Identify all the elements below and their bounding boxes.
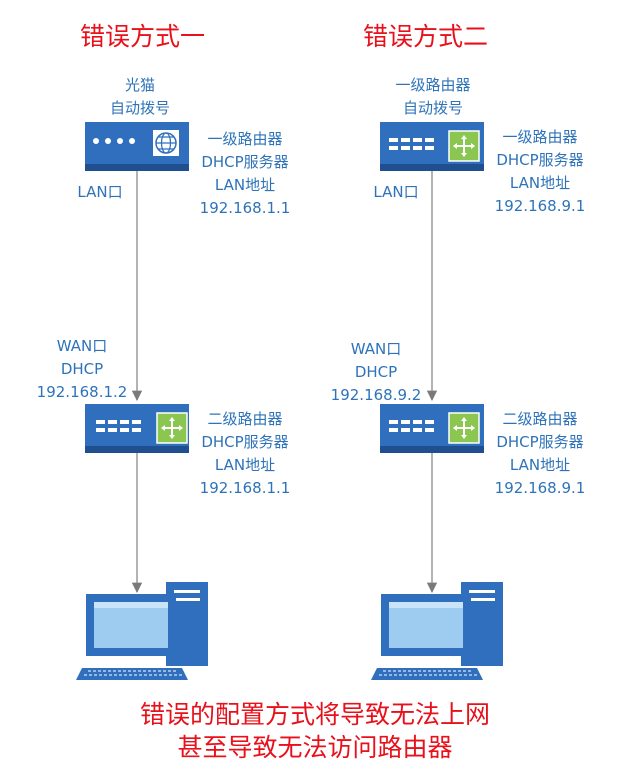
left-top-caption: 光猫 自动拨号: [109, 76, 170, 117]
right-lan-port: LAN口: [373, 183, 419, 201]
right-top-router: [380, 122, 484, 171]
right-title: 错误方式二: [363, 22, 489, 51]
right-top-device-labels: 一级路由器 DHCP服务器 LAN地址 192.168.9.1: [494, 128, 586, 215]
left-modem: [85, 122, 189, 171]
right-top-caption: 一级路由器 自动拨号: [395, 76, 471, 117]
right-wan-labels: WAN口 DHCP 192.168.9.2: [330, 340, 422, 404]
left-router: [85, 404, 189, 453]
globe-icon: [153, 130, 179, 156]
left-wan-labels: WAN口 DHCP 192.168.1.2: [36, 337, 128, 401]
left-bottom-device-labels: 二级路由器 DHCP服务器 LAN地址 192.168.1.1: [199, 410, 291, 497]
left-computer-icon: [75, 581, 209, 681]
footer-warning: 错误的配置方式将导致无法上网 甚至导致无法访问路由器: [139, 700, 490, 762]
left-title: 错误方式一: [80, 22, 206, 51]
right-bottom-device-labels: 二级路由器 DHCP服务器 LAN地址 192.168.9.1: [494, 410, 586, 497]
left-lan-port: LAN口: [77, 183, 123, 201]
left-top-device-labels: 一级路由器 DHCP服务器 LAN地址 192.168.1.1: [199, 130, 291, 217]
right-computer-icon: [370, 581, 504, 681]
right-router: [380, 404, 484, 453]
